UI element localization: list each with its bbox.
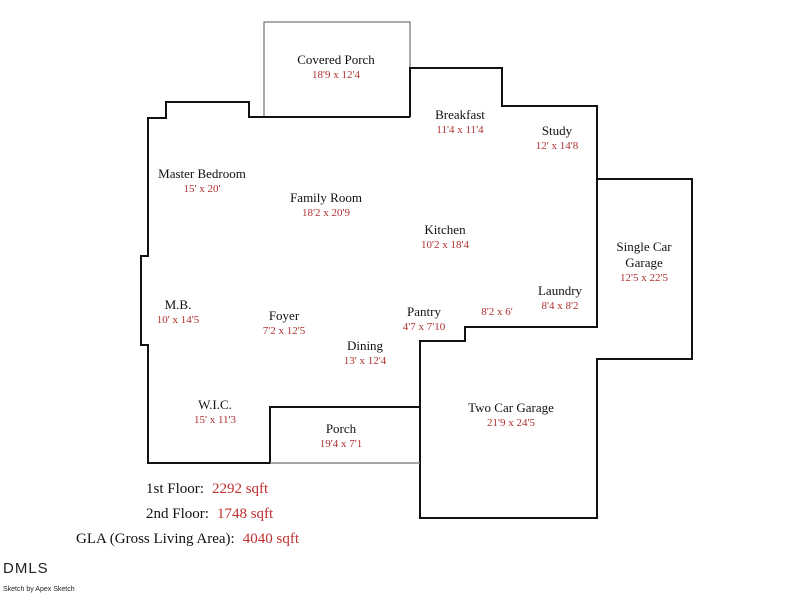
room-dim: 15' x 20': [183, 183, 221, 195]
room-name: Pantry: [407, 304, 441, 319]
room-name: Two Car Garage: [468, 400, 554, 415]
room-pantry: Pantry 4'7 x 7'10: [403, 304, 445, 333]
room-two-car-garage: Two Car Garage 21'9 x 24'5: [468, 400, 554, 429]
room-name: Laundry: [537, 283, 583, 298]
room-dim: 8'4 x 8'2: [541, 300, 579, 312]
first-floor-area: 1st Floor: 2292 sqft: [146, 481, 268, 498]
room-name: Foyer: [268, 308, 300, 323]
area-value: 4040 sqft: [242, 531, 299, 547]
area-label: GLA (Gross Living Area):: [76, 531, 235, 547]
room-dim: 12'5 x 22'5: [620, 272, 668, 284]
room-name: W.I.C.: [198, 397, 232, 412]
room-dim: 18'2 x 20'9: [302, 207, 350, 219]
room-breakfast: Breakfast 11'4 x 11'4: [435, 107, 485, 136]
room-dim: 15' x 11'3: [193, 414, 237, 426]
room-kitchen: Kitchen 10'2 x 18'4: [421, 222, 469, 251]
room-family-room: Family Room 18'2 x 20'9: [290, 190, 362, 219]
room-dim: 4'7 x 7'10: [402, 321, 446, 333]
room-dim: 7'2 x 12'5: [262, 325, 306, 337]
room-name: Covered Porch: [297, 52, 375, 67]
room-name: Master Bedroom: [158, 166, 246, 181]
area-value: 1748 sqft: [216, 506, 274, 522]
room-name: [481, 291, 512, 305]
room-single-car-garage: Single Car Garage 12'5 x 22'5: [609, 239, 679, 284]
room-dim: 12' x 14'8: [535, 140, 579, 152]
gla-area: GLA (Gross Living Area): 4040 sqft: [76, 531, 299, 548]
room-dim: 13' x 12'4: [343, 355, 387, 367]
room-dim: 10'2 x 18'4: [421, 239, 469, 251]
main-house-wall: [140, 101, 420, 464]
room-name: Porch: [325, 421, 357, 436]
area-label: 2nd Floor:: [146, 506, 209, 522]
room-laundry: Laundry 8'4 x 8'2: [538, 283, 582, 312]
room-name: Breakfast: [435, 107, 485, 122]
room-dim: 8'2 x 6': [481, 306, 513, 318]
second-floor-area: 2nd Floor: 1748 sqft: [146, 506, 273, 523]
room-foyer: Foyer 7'2 x 12'5: [263, 308, 305, 337]
area-value: 2292 sqft: [211, 481, 269, 497]
east-wall: [409, 67, 693, 519]
room-dining: Dining 13' x 12'4: [344, 338, 386, 367]
room-master-bedroom: Master Bedroom 15' x 20': [158, 166, 246, 195]
room-covered-porch: Covered Porch 18'9 x 12'4: [297, 52, 375, 81]
room-dim: 19'4 x 7'1: [319, 438, 363, 450]
watermark-logo: DMLS: [3, 560, 49, 577]
room-dim: 11'4 x 11'4: [436, 124, 484, 136]
room-dim: 18'9 x 12'4: [312, 69, 360, 81]
room-study: Study 12' x 14'8: [536, 123, 578, 152]
room-name: Kitchen: [424, 222, 466, 237]
room-name: Dining: [346, 338, 384, 353]
room-dim: 21'9 x 24'5: [487, 417, 535, 429]
room-unnamed: 8'2 x 6': [481, 291, 512, 318]
room-mb: M.B. 10' x 14'5: [157, 297, 199, 326]
area-label: 1st Floor:: [146, 481, 204, 497]
room-porch: Porch 19'4 x 7'1: [320, 421, 362, 450]
sketch-credit: Sketch by Apex Sketch: [3, 586, 75, 593]
room-wic: W.I.C. 15' x 11'3: [194, 397, 236, 426]
room-name: Single Car Garage: [616, 239, 672, 270]
room-name: Study: [541, 123, 573, 138]
room-dim: 10' x 14'5: [156, 314, 200, 326]
room-name: Family Room: [290, 190, 362, 205]
room-name: M.B.: [164, 297, 192, 312]
